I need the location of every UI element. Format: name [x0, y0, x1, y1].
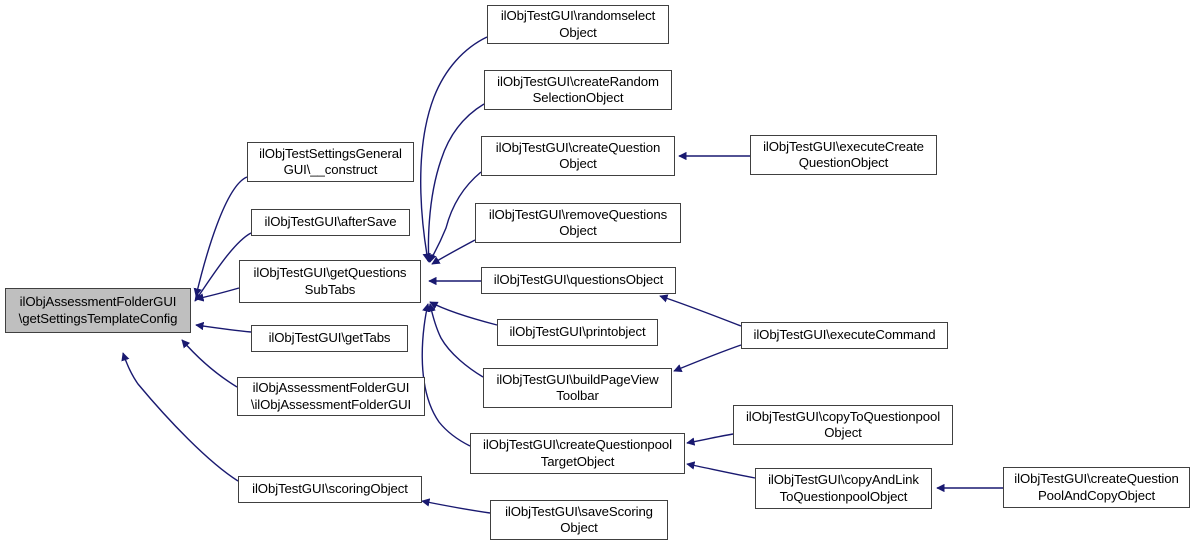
graph-node[interactable]: ilObjTestGUI\createQuestion PoolAndCopyO… [1003, 467, 1190, 508]
graph-edge [659, 294, 742, 327]
graph-node[interactable]: ilObjTestGUI\copyAndLink ToQuestionpoolO… [755, 468, 932, 509]
graph-node[interactable]: ilObjTestGUI\questionsObject [481, 267, 676, 294]
graph-edge [121, 352, 239, 482]
graph-edge [193, 176, 248, 297]
graph-edge [686, 433, 734, 446]
graph-edge [424, 103, 485, 263]
graph-edge [420, 36, 488, 262]
graph-edge [181, 339, 238, 388]
graph-node[interactable]: ilObjTestGUI\scoringObject [238, 476, 422, 503]
graph-node[interactable]: ilObjTestGUI\executeCommand [741, 322, 948, 349]
graph-node[interactable]: ilObjAssessmentFolderGUI \ilObjAssessmen… [237, 377, 425, 416]
graph-node[interactable]: ilObjTestSettingsGeneral GUI\__construct [247, 142, 414, 182]
graph-node[interactable]: ilObjTestGUI\afterSave [251, 209, 410, 236]
graph-node[interactable]: ilObjAssessmentFolderGUI \getSettingsTem… [5, 288, 191, 333]
graph-edge [431, 239, 476, 265]
graph-node[interactable]: ilObjTestGUI\createRandom SelectionObjec… [484, 70, 672, 110]
graph-node[interactable]: ilObjTestGUI\createQuestion Object [481, 136, 675, 176]
graph-node[interactable]: ilObjTestGUI\createQuestionpool TargetOb… [470, 433, 685, 474]
graph-edge [421, 498, 491, 514]
graph-node[interactable]: ilObjTestGUI\getTabs [251, 325, 408, 352]
graph-node[interactable]: ilObjTestGUI\getQuestions SubTabs [239, 260, 421, 303]
graph-edge [195, 287, 240, 302]
graph-node[interactable]: ilObjTestGUI\removeQuestions Object [475, 203, 681, 243]
graph-node[interactable]: ilObjTestGUI\randomselect Object [487, 5, 669, 44]
graph-edge [427, 303, 484, 378]
graph-edge [686, 461, 756, 479]
graph-node[interactable]: ilObjTestGUI\buildPageView Toolbar [483, 368, 672, 408]
graph-node[interactable]: ilObjTestGUI\copyToQuestionpool Object [733, 405, 953, 445]
graph-node[interactable]: ilObjTestGUI\printobject [497, 319, 658, 346]
graph-edge [195, 321, 252, 333]
graph-node[interactable]: ilObjTestGUI\saveScoring Object [490, 500, 668, 540]
graph-edge [429, 301, 498, 326]
graph-edge [421, 303, 471, 447]
graph-edge [428, 171, 482, 263]
graph-edge [673, 344, 742, 373]
graph-node[interactable]: ilObjTestGUI\executeCreate QuestionObjec… [750, 135, 937, 175]
